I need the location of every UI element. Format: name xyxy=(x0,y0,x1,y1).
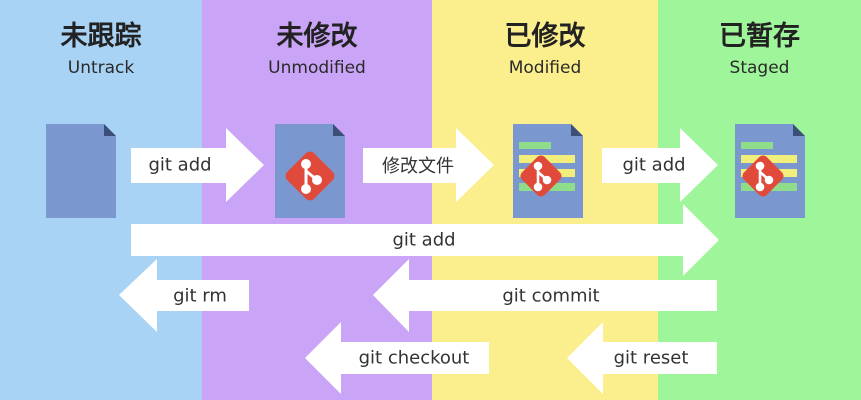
arrow-modify-file xyxy=(363,128,494,202)
arrow-label-git-commit: git commit xyxy=(502,285,600,307)
stage-staged-subtitle: Staged xyxy=(729,58,790,78)
stage-staged-title: 已暂存 xyxy=(719,21,800,52)
arrow-git-commit xyxy=(373,259,717,332)
git-logo-icon xyxy=(520,155,562,197)
arrow-label-git-rm: git rm xyxy=(173,285,227,307)
arrow-git-checkout xyxy=(305,322,489,394)
arrow-label-git-add-1: git add xyxy=(148,154,212,176)
arrow-label-git-add-long: git add xyxy=(392,229,456,251)
arrow-git-rm xyxy=(119,259,249,332)
stage-modified-subtitle: Modified xyxy=(508,58,582,78)
arrow-label-modify-file: 修改文件 xyxy=(382,156,454,177)
arrow-label-git-checkout: git checkout xyxy=(358,347,470,369)
arrow-label-git-add-2: git add xyxy=(622,154,686,176)
git-logo-icon xyxy=(285,151,335,201)
staged-file-icon xyxy=(735,124,805,218)
arrow-git-add-long xyxy=(131,204,719,276)
modified-file-icon xyxy=(513,124,583,218)
arrow-label-git-reset: git reset xyxy=(613,347,689,369)
untracked-file-icon xyxy=(46,124,116,218)
arrow-git-add-2 xyxy=(602,128,718,202)
arrow-git-add-1 xyxy=(131,128,264,202)
stage-untrack-title: 未跟踪 xyxy=(60,21,142,52)
stage-unmodified-title: 未修改 xyxy=(276,21,358,52)
arrow-git-reset xyxy=(567,322,717,394)
unmodified-file-icon xyxy=(275,124,345,218)
stage-untrack-subtitle: Untrack xyxy=(67,58,135,78)
stage-unmodified-subtitle: Unmodified xyxy=(268,58,366,78)
stage-modified-title: 已修改 xyxy=(504,21,586,52)
git-logo-icon xyxy=(742,155,784,197)
